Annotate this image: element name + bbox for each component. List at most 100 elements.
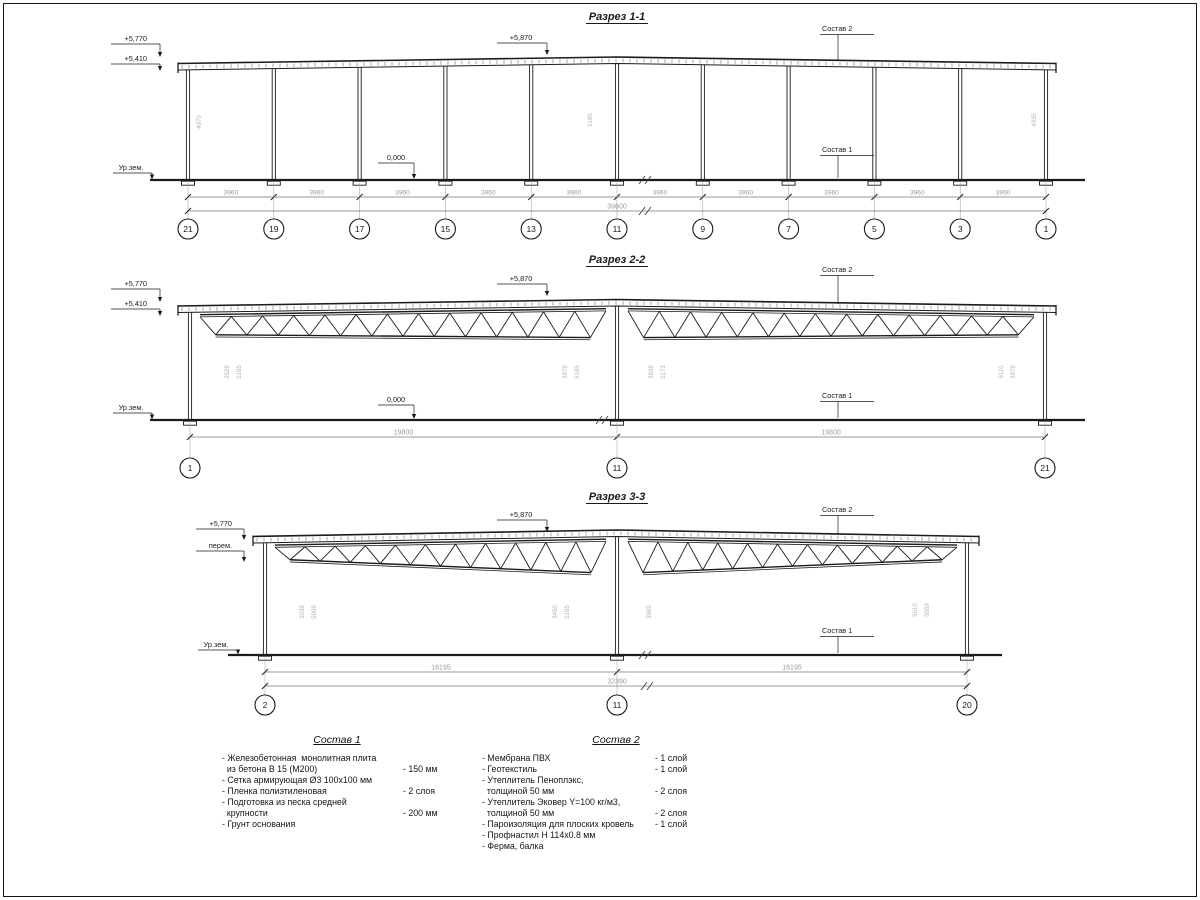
- column: [614, 306, 620, 420]
- ground-level-mark: Ур.зем.: [113, 163, 155, 180]
- column: [185, 69, 191, 180]
- column: [187, 312, 193, 420]
- line: [199, 310, 607, 318]
- line: [543, 311, 560, 338]
- callout-sostav-1: Состав 1: [822, 145, 852, 154]
- section-title: Разрез 2-2: [589, 254, 645, 266]
- line: [433, 312, 451, 337]
- callout-sostav-1: Состав 1: [822, 626, 852, 635]
- legend-item-text: - Сетка армирующая Ø3 100х100 мм: [222, 775, 373, 785]
- line: [877, 314, 894, 336]
- line: [324, 314, 341, 336]
- arrow-head: [149, 414, 155, 420]
- line: [215, 316, 232, 336]
- legend-title: Состав 1: [313, 734, 361, 746]
- bay-dim-label: 3960: [738, 190, 753, 197]
- legend-item-value: - 1 слой: [655, 764, 688, 774]
- line: [881, 545, 898, 563]
- line: [837, 544, 853, 564]
- arrow-head: [544, 291, 550, 296]
- section-title: Разрез 3-3: [589, 491, 645, 503]
- line: [627, 310, 1035, 318]
- grid-bubble-label: 2: [263, 700, 268, 710]
- arrow-head: [235, 649, 241, 655]
- line: [590, 541, 607, 573]
- line: [783, 312, 801, 337]
- roof-slab: [177, 56, 1057, 73]
- column: [1042, 312, 1048, 420]
- legend-row: толщиной 50 мм- 2 слоя: [482, 808, 750, 819]
- line: [574, 311, 591, 338]
- line: [705, 312, 723, 338]
- zero-level-mark: 0,000: [378, 153, 417, 179]
- line: [638, 175, 646, 185]
- line: [470, 543, 487, 568]
- line: [545, 542, 562, 572]
- ground-label: Ур.зем.: [119, 403, 144, 412]
- line: [752, 312, 769, 337]
- line: [627, 538, 958, 546]
- column: [357, 67, 362, 180]
- level-mark: +5,410: [111, 299, 163, 316]
- vertical-dim-label: 3969: [647, 605, 653, 619]
- line: [687, 542, 704, 571]
- grid-bubble: [177, 218, 199, 240]
- legend-item-value: - 1 слой: [655, 753, 688, 763]
- legend-item-text: - Грунт основания: [222, 819, 296, 829]
- line: [657, 541, 674, 572]
- arrow-head: [149, 174, 155, 180]
- legend-item-text: - Утеплитель Эковер Y=100 кг/м3,: [482, 797, 621, 807]
- ground-label: Ур.зем.: [204, 640, 229, 649]
- grid-bubble-label: 17: [355, 224, 365, 234]
- line: [799, 313, 816, 337]
- line: [721, 312, 738, 338]
- column: [958, 68, 963, 180]
- line: [199, 316, 216, 336]
- legend-item-text: - Железобетонная монолитная плита: [222, 753, 377, 763]
- grid-bubble-label: 3: [958, 224, 963, 234]
- section-1-1: Разрез 1-1+5,770+5,410Ур.зем.0,000+5,870…: [111, 11, 1085, 240]
- legend-item-text: крупности: [222, 808, 268, 818]
- column: [443, 66, 448, 180]
- grid-bubble-label: 7: [786, 224, 791, 234]
- grid-bubble: [863, 218, 885, 240]
- level-mark: +5,770: [111, 34, 163, 57]
- line: [402, 313, 419, 337]
- arrow-head: [544, 50, 550, 55]
- line: [971, 315, 988, 336]
- line: [658, 311, 676, 338]
- arrow-head: [411, 174, 417, 179]
- level-mark: +5,410: [111, 54, 163, 71]
- legend-row: - Утеплитель Пеноплэкс,: [482, 775, 750, 786]
- legend-row: - Сетка армирующая Ø3 100х100 мм: [222, 775, 452, 786]
- span-dim-label: 16195: [782, 665, 802, 672]
- line: [768, 312, 785, 337]
- ridge-level-mark: +5,870: [497, 33, 550, 55]
- grid-bubble-label: 11: [613, 463, 622, 473]
- line: [644, 206, 652, 216]
- material-callout: Состав 2: [820, 265, 874, 304]
- line: [1018, 316, 1035, 336]
- line: [1042, 207, 1050, 215]
- legend-row: - Профнастил Н 114х0.8 мм: [482, 830, 750, 841]
- column: [271, 68, 276, 180]
- line: [732, 543, 749, 569]
- zero-level-label: 0,000: [387, 153, 405, 162]
- bay-dim-label: 3960: [910, 190, 925, 197]
- grid-bubble-label: 5: [872, 224, 877, 234]
- line: [575, 541, 592, 573]
- legend-item-value: - 2 слоя: [655, 786, 687, 796]
- grid-bubble: [606, 457, 628, 479]
- legend-row: - Утеплитель Эковер Y=100 кг/м3,: [482, 797, 750, 808]
- grid-bubble-label: 1: [188, 463, 193, 473]
- vertical-dim-label: 5110: [999, 365, 1005, 379]
- grid-bubble-label: 21: [1040, 463, 1050, 473]
- legend-item-text: - Ферма, балка: [482, 841, 544, 851]
- grid-bubble: [263, 218, 285, 240]
- total-dim-label: 32390: [607, 679, 627, 686]
- vertical-dim-label: 2528: [225, 365, 231, 379]
- line: [480, 312, 498, 338]
- vertical-dim-label: 5059: [312, 605, 318, 619]
- line: [939, 315, 957, 336]
- callout-sostav-2: Состав 2: [822, 265, 852, 274]
